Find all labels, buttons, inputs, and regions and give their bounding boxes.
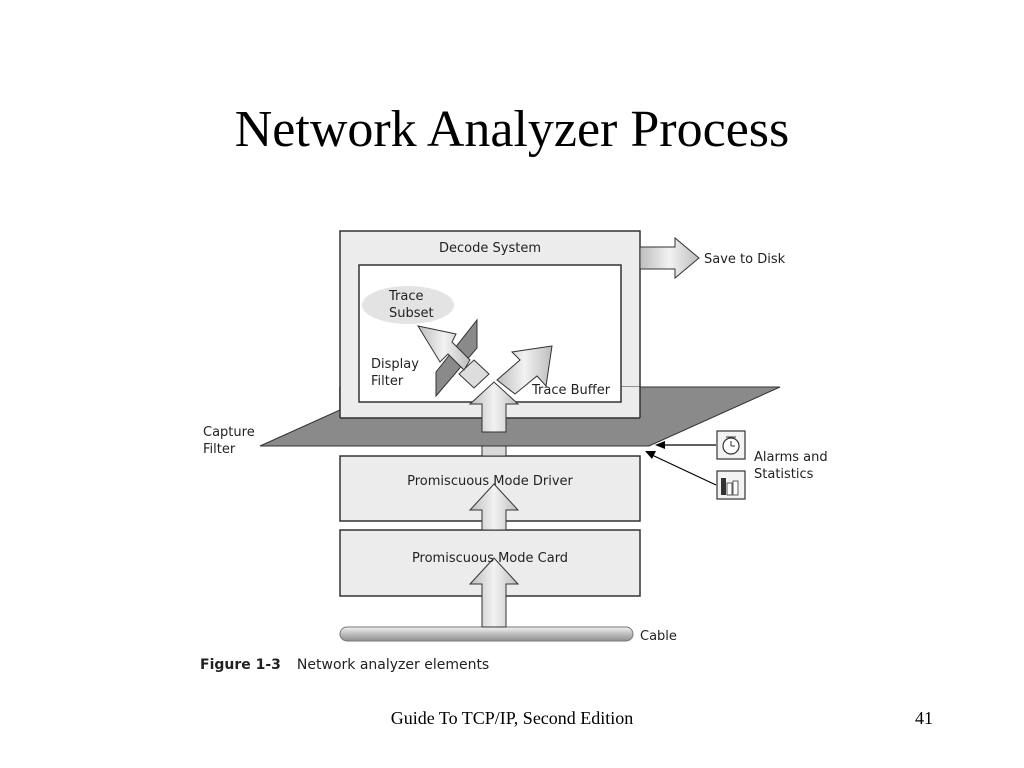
alarm-arrowhead (655, 441, 665, 449)
arrow-up-right-buffer (496, 345, 553, 395)
footer-text: Guide To TCP/IP, Second Edition (390, 708, 634, 728)
statistics-chart-icon (716, 470, 746, 500)
figure-caption-text: Network analyzer elements (296, 657, 490, 673)
trace-subset-ellipse (362, 286, 454, 324)
display-filter-label-1: Display (371, 357, 419, 372)
save-to-disk-arrow (639, 236, 700, 280)
figure-caption: Figure 1-3 Network analyzer elements (200, 657, 489, 673)
capture-filter-label-2: Filter (203, 442, 236, 457)
alarm-clock-icon (716, 430, 746, 460)
up-arrow-card-to-driver (468, 483, 520, 531)
arrow-to-trace-subset (416, 325, 471, 371)
cable-label: Cable (640, 629, 677, 644)
trace-buffer-label: Trace Buffer (531, 383, 611, 398)
statistics-arrowhead (645, 451, 656, 459)
promiscuous-mode-driver-label: Promiscuous Mode Driver (407, 474, 573, 489)
display-filter-label-2: Filter (371, 374, 404, 389)
alarms-label-1: Alarms and (754, 450, 828, 465)
cable (339, 626, 634, 642)
up-arrow-cable-to-card (468, 557, 520, 628)
alarms-label-2: Statistics (754, 467, 814, 482)
driver-to-capture-stub (481, 445, 507, 457)
statistics-arrow-line (651, 454, 717, 486)
capture-filter-label-1: Capture (203, 425, 255, 440)
slide-title: Network Analyzer Process (234, 101, 790, 158)
save-to-disk-label: Save to Disk (704, 252, 786, 267)
decode-system-label: Decode System (439, 241, 541, 256)
page-number: 41 (915, 708, 933, 728)
figure-number: Figure 1-3 (200, 657, 281, 673)
trace-subset-label-1: Trace (388, 289, 424, 304)
trace-subset-label-2: Subset (389, 306, 434, 321)
up-arrow-plane-to-buffer (468, 381, 520, 433)
promiscuous-mode-card-label: Promiscuous Mode Card (412, 551, 568, 566)
